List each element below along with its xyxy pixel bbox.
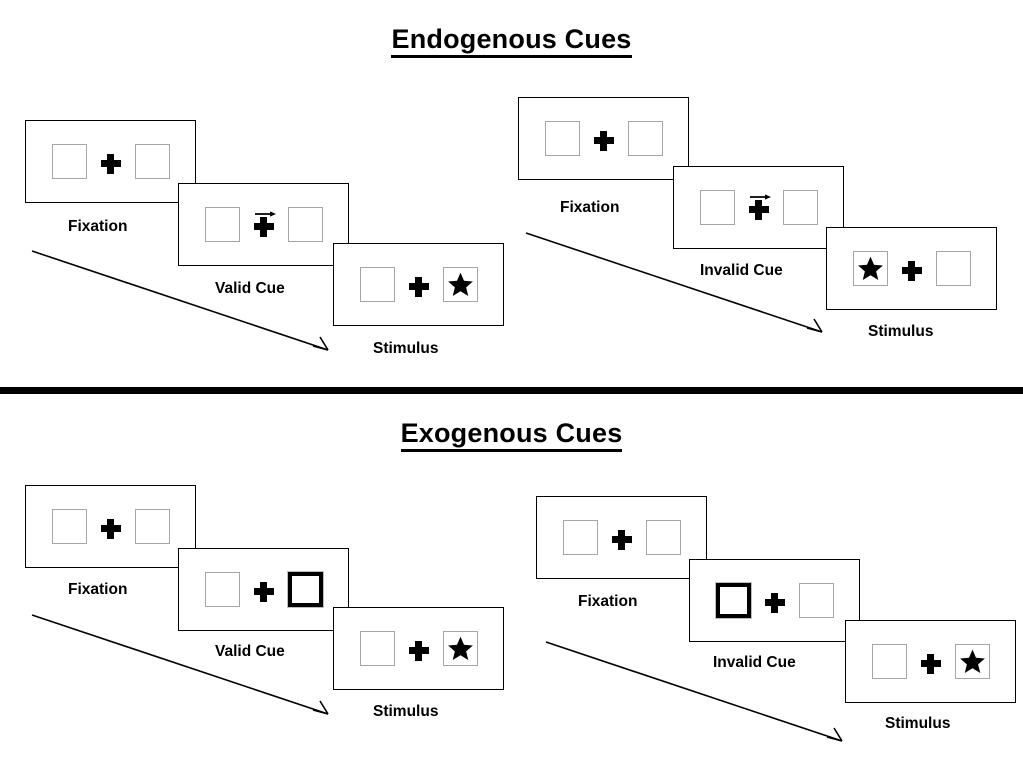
caption-exogenous-valid-cue: Valid Cue (215, 643, 285, 660)
trial-panel-exogenous-valid-stimulus (333, 607, 504, 690)
left-placeholder-box (359, 267, 395, 302)
section-title-exogenous-text: Exogenous Cues (400, 418, 623, 453)
fixation-cross-icon (920, 650, 941, 674)
right-placeholder-box (645, 520, 681, 555)
right-placeholder-box (134, 509, 170, 544)
left-placeholder-box (51, 509, 87, 544)
fixation-cross-icon (408, 637, 429, 661)
fixation-cross-icon (748, 193, 771, 220)
trial-panel-endogenous-valid-fixation (25, 120, 196, 203)
fixation-cross-icon (611, 526, 632, 550)
section-divider (0, 387, 1023, 394)
fixation-cross-icon (764, 589, 785, 613)
left-placeholder-box (51, 144, 87, 179)
trial-panel-endogenous-valid-cue (178, 183, 349, 266)
flow-arrow-exogenous-invalid (542, 637, 862, 755)
left-placeholder-box (204, 207, 240, 242)
trial-panel-exogenous-invalid-stimulus (845, 620, 1016, 703)
star-icon (857, 255, 884, 282)
trial-panel-endogenous-invalid-stimulus (826, 227, 997, 310)
left-placeholder-box (871, 644, 907, 679)
caption-exogenous-invalid-stimulus: Stimulus (885, 715, 951, 732)
trial-panel-exogenous-valid-fixation (25, 485, 196, 568)
left-placeholder-box (852, 251, 888, 286)
trial-panel-endogenous-invalid-cue (673, 166, 844, 249)
caption-endogenous-invalid-cue: Invalid Cue (700, 262, 783, 279)
caption-exogenous-invalid-cue: Invalid Cue (713, 654, 796, 671)
caption-endogenous-invalid-stimulus: Stimulus (868, 323, 934, 340)
right-placeholder-box (442, 267, 478, 302)
left-placeholder-box (544, 121, 580, 156)
caption-exogenous-valid-stimulus: Stimulus (373, 703, 439, 720)
fixation-cross-icon (253, 210, 276, 237)
fixation-cross-icon (253, 578, 274, 602)
star-icon (447, 635, 474, 662)
left-placeholder-box (562, 520, 598, 555)
star-icon (447, 271, 474, 298)
right-placeholder-box (442, 631, 478, 666)
left-placeholder-box-cued (714, 582, 752, 619)
caption-exogenous-valid-fixation: Fixation (68, 581, 128, 598)
trial-panel-exogenous-invalid-fixation (536, 496, 707, 579)
fixation-cross-icon (593, 127, 614, 151)
right-placeholder-box (798, 583, 834, 618)
right-placeholder-box (134, 144, 170, 179)
trial-panel-exogenous-invalid-cue (689, 559, 860, 642)
left-placeholder-box (699, 190, 735, 225)
caption-endogenous-invalid-fixation: Fixation (560, 199, 620, 216)
right-placeholder-box (935, 251, 971, 286)
right-arrow-icon (749, 193, 773, 201)
right-placeholder-box (287, 207, 323, 242)
caption-endogenous-valid-cue: Valid Cue (215, 280, 285, 297)
right-placeholder-box (954, 644, 990, 679)
left-placeholder-box (204, 572, 240, 607)
caption-endogenous-valid-fixation: Fixation (68, 218, 128, 235)
fixation-cross-icon (408, 273, 429, 297)
trial-panel-exogenous-valid-cue (178, 548, 349, 631)
left-placeholder-box (359, 631, 395, 666)
fixation-cross-icon (100, 150, 121, 174)
right-placeholder-box (782, 190, 818, 225)
caption-endogenous-valid-stimulus: Stimulus (373, 340, 439, 357)
right-arrow-icon (254, 210, 278, 218)
trial-panel-endogenous-invalid-fixation (518, 97, 689, 180)
trial-panel-endogenous-valid-stimulus (333, 243, 504, 326)
section-title-endogenous: Endogenous Cues (0, 24, 1023, 59)
star-icon (959, 648, 986, 675)
section-title-endogenous-text: Endogenous Cues (391, 24, 632, 59)
right-placeholder-box-cued (286, 571, 324, 608)
fixation-cross-icon (100, 515, 121, 539)
section-title-exogenous: Exogenous Cues (0, 418, 1023, 453)
caption-exogenous-invalid-fixation: Fixation (578, 593, 638, 610)
fixation-cross-icon (901, 257, 922, 281)
right-placeholder-box (627, 121, 663, 156)
